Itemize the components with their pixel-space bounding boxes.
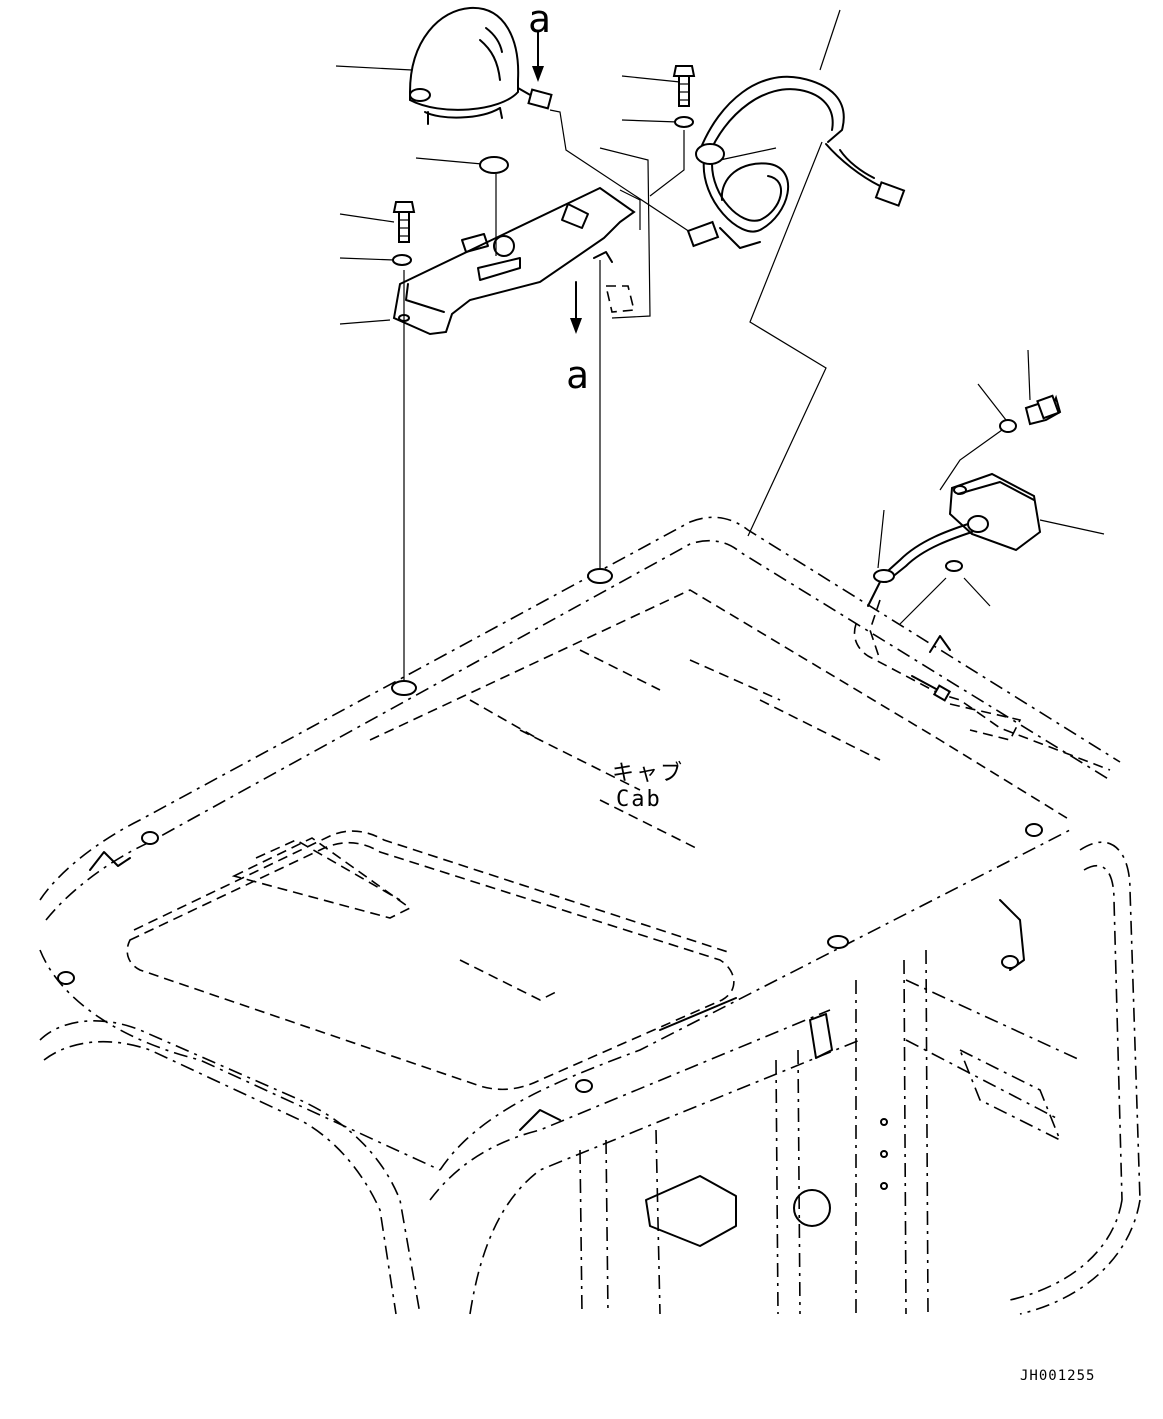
view-marker-top-label: a xyxy=(528,0,551,41)
bolt-right xyxy=(1024,394,1062,426)
wiring-harness xyxy=(686,75,906,249)
cab-frame xyxy=(39,841,1141,1315)
drawing-code: JH001255 xyxy=(1020,1368,1096,1384)
assembly-lines xyxy=(403,109,1003,684)
leader-lines xyxy=(335,9,1105,607)
beacon-lamp xyxy=(409,6,553,125)
bolt-left xyxy=(392,201,416,243)
cab-label-english: Cab xyxy=(616,787,662,812)
cab-label-japanese: キャブ xyxy=(612,761,685,786)
nut-right xyxy=(999,419,1017,433)
washer-top-right xyxy=(674,116,694,128)
bolt-top-right xyxy=(672,65,696,107)
view-marker-bottom-label: a xyxy=(566,353,589,397)
cab-roof xyxy=(39,516,1121,1171)
mounting-bracket xyxy=(392,186,636,336)
view-arrow-top xyxy=(532,31,544,82)
grommet xyxy=(479,156,509,174)
control-box xyxy=(867,472,1042,607)
view-arrow-bottom xyxy=(570,281,582,334)
washer-left xyxy=(392,254,412,266)
